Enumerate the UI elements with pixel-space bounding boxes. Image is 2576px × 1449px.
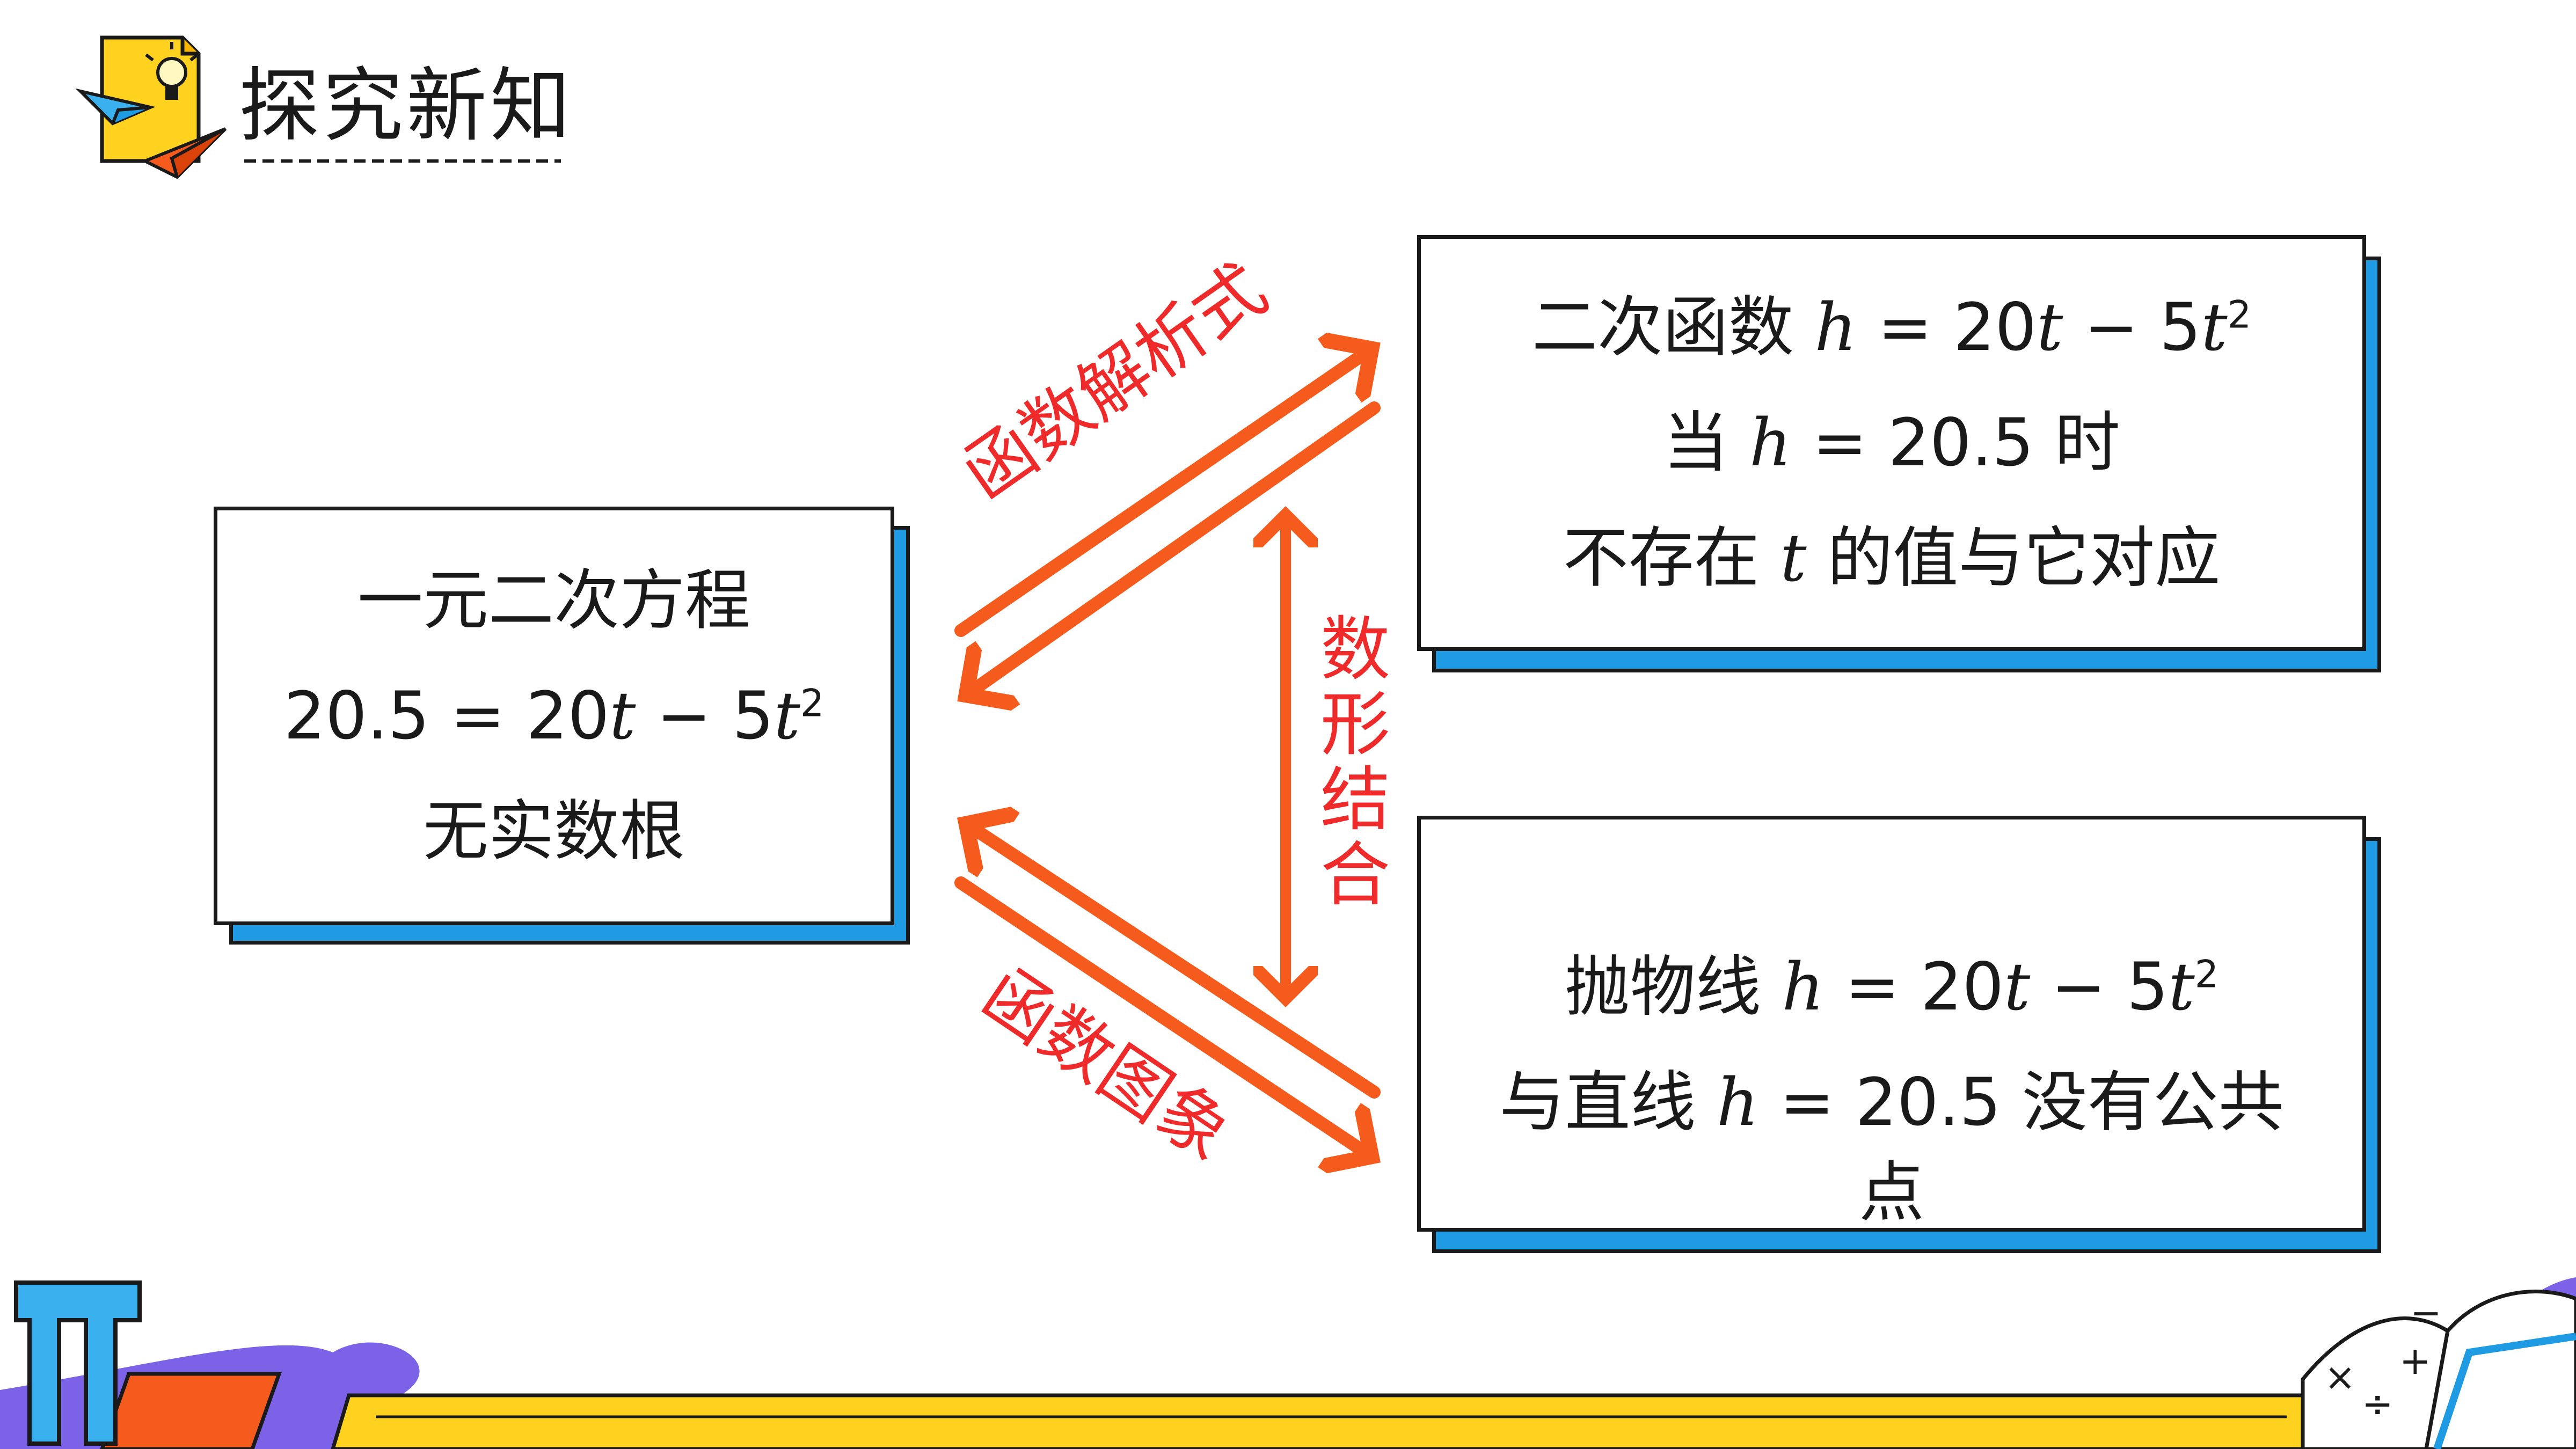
- bottom-right-line1: 抛物线 h = 20t − 5t2: [1564, 949, 2219, 1025]
- bottom-bar: [331, 1393, 2310, 1449]
- arrow-lower-right: [954, 876, 1371, 1157]
- bottom-right-line3: 点: [1859, 1154, 1924, 1231]
- paper-plane-icon: [75, 88, 227, 179]
- arrow-upper-left: [966, 401, 1381, 695]
- page-title: 探究新知: [239, 60, 574, 153]
- label-number-shape-combination: 数 形 结 合: [1320, 609, 1390, 916]
- svg-text:−: −: [2410, 1291, 2442, 1335]
- lightbulb-icon: [100, 35, 201, 163]
- left-box-equation: 20.5 = 20t − 5t2: [283, 677, 824, 754]
- left-box-line1: 一元二次方程: [357, 562, 750, 639]
- svg-text:×: ×: [2324, 1355, 2356, 1399]
- bottom-right-line2: 与直线 h = 20.5 没有公共: [1499, 1064, 2284, 1140]
- top-right-line2: 当 h = 20.5 时: [1663, 405, 2120, 481]
- svg-text:÷: ÷: [2362, 1382, 2393, 1426]
- arrow-upper-right: [954, 349, 1371, 637]
- open-book-icon: × ÷ − +: [2301, 1290, 2576, 1449]
- bottom-right-box: 抛物线 h = 20t − 5t2 与直线 h = 20.5 没有公共 点: [1417, 816, 2366, 1232]
- left-box: 一元二次方程 20.5 = 20t − 5t2 无实数根: [214, 507, 894, 925]
- top-right-line3: 不存在 t 的值与它对应: [1563, 520, 2221, 596]
- svg-text:+: +: [2399, 1339, 2431, 1383]
- top-right-line1: 二次函数 h = 20t − 5t2: [1531, 289, 2252, 365]
- top-right-box: 二次函数 h = 20t − 5t2 当 h = 20.5 时 不存在 t 的值…: [1417, 235, 2366, 651]
- left-box-line3: 无实数根: [423, 793, 685, 869]
- arrow-lower-left: [966, 824, 1381, 1099]
- pi-symbol-icon: [14, 1280, 282, 1449]
